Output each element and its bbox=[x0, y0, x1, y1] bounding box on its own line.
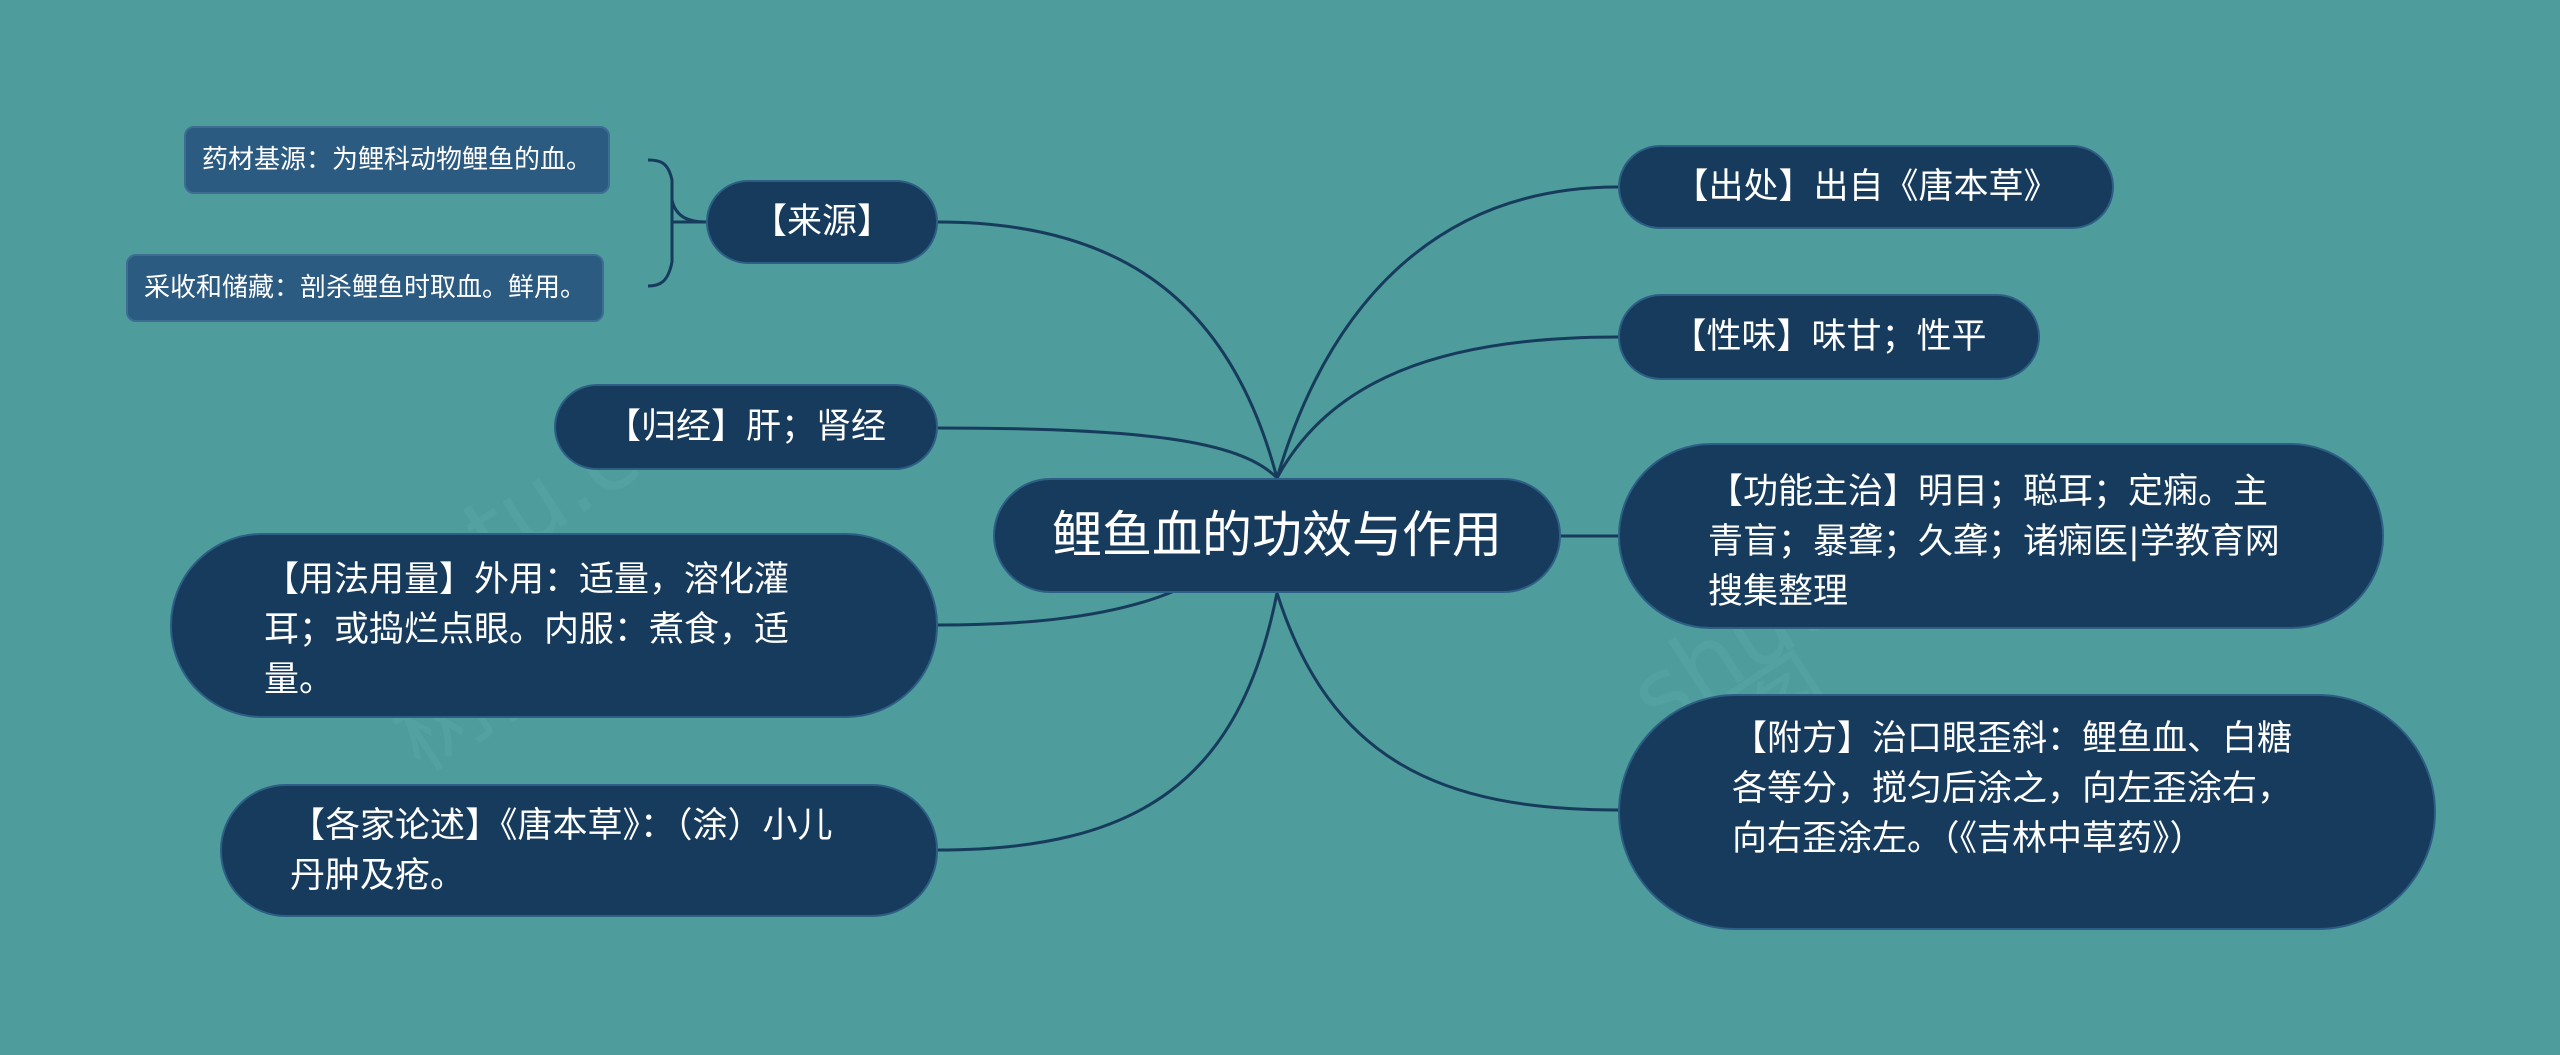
branch-source-label: 【来源】 bbox=[751, 202, 892, 242]
branch-nature[interactable]: 【性味】味甘；性平 bbox=[1618, 294, 2040, 380]
branch-commentary[interactable]: 【各家论述】《唐本草》：（涂）小儿丹肿及疮。 bbox=[220, 784, 938, 917]
connector-origin bbox=[1275, 185, 1619, 479]
connector-meridian bbox=[937, 426, 1279, 480]
branch-usage-label: 【用法用量】外用：适量，溶化灌耳；或捣烂点眼。内服：煮食，适量。 bbox=[264, 560, 790, 700]
leaf-source-origin-label: 药材基源：为鲤科动物鲤鱼的血。 bbox=[202, 145, 593, 175]
connector-commentary bbox=[937, 592, 1279, 852]
branch-commentary-label: 【各家论述】《唐本草》：（涂）小儿丹肿及疮。 bbox=[290, 806, 833, 896]
root-node[interactable]: 鲤鱼血的功效与作用 bbox=[993, 478, 1561, 593]
branch-usage[interactable]: 【用法用量】外用：适量，溶化灌耳；或捣烂点眼。内服：煮食，适量。 bbox=[170, 533, 938, 718]
branch-formula-label: 【附方】治口眼歪斜：鲤鱼血、白糖各等分，搅匀后涂之，向左歪涂右，向右歪涂左。（《… bbox=[1732, 719, 2293, 859]
connector-nature bbox=[1275, 335, 1619, 479]
branch-source[interactable]: 【来源】 bbox=[706, 180, 938, 264]
connector-source-bracket bbox=[647, 158, 707, 288]
leaf-source-origin[interactable]: 药材基源：为鲤科动物鲤鱼的血。 bbox=[184, 126, 611, 194]
branch-origin-label: 【出处】出自《唐本草》 bbox=[1673, 167, 2059, 207]
branch-formula[interactable]: 【附方】治口眼歪斜：鲤鱼血、白糖各等分，搅匀后涂之，向左歪涂右，向右歪涂左。（《… bbox=[1618, 694, 2436, 930]
branch-meridian-label: 【归经】肝；肾经 bbox=[605, 407, 886, 447]
branch-meridian[interactable]: 【归经】肝；肾经 bbox=[554, 384, 938, 470]
root-label: 鲤鱼血的功效与作用 bbox=[1052, 506, 1502, 564]
leaf-source-harvest[interactable]: 采收和储藏：剖杀鲤鱼时取血。鲜用。 bbox=[126, 254, 605, 322]
branch-function[interactable]: 【功能主治】明目；聪耳；定痫。主青盲；暴聋；久聋；诸痫医|学教育网搜集整理 bbox=[1618, 443, 2384, 629]
branch-nature-label: 【性味】味甘；性平 bbox=[1671, 317, 1987, 357]
connector-formula bbox=[1275, 592, 1619, 812]
leaf-source-harvest-label: 采收和储藏：剖杀鲤鱼时取血。鲜用。 bbox=[144, 273, 587, 303]
branch-origin[interactable]: 【出处】出自《唐本草》 bbox=[1618, 145, 2114, 229]
branch-function-label: 【功能主治】明目；聪耳；定痫。主青盲；暴聋；久聋；诸痫医|学教育网搜集整理 bbox=[1708, 472, 2280, 612]
connector-source bbox=[937, 220, 1279, 479]
